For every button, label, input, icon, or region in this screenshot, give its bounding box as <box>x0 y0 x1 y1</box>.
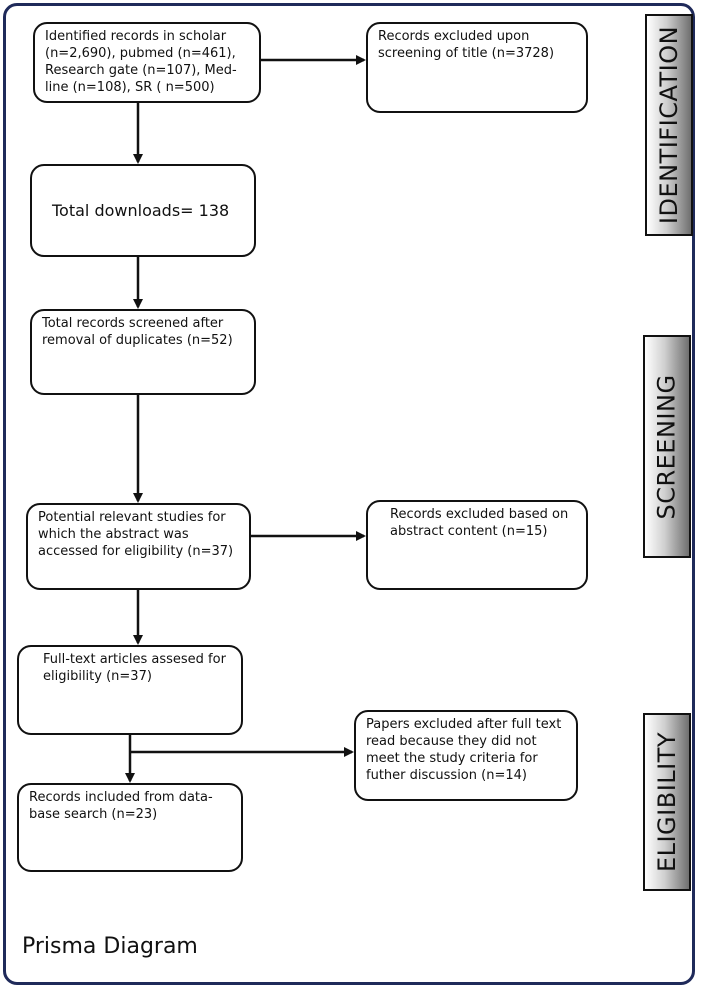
stage-screening: SCREENING <box>643 335 691 558</box>
stage-eligibility: ELIGIBILITY <box>643 713 691 891</box>
stage-identification-label: IDENTIFICATION <box>655 25 684 225</box>
diagram-frame <box>3 3 695 985</box>
records-included-text: Records included from data-base search (… <box>29 790 213 822</box>
box-abstract-accessed: Potential relevant studies for which the… <box>26 503 251 590</box>
box-excluded-title: Records excluded upon screening of title… <box>366 22 588 113</box>
box-identified-records: Identified records in scholar (n=2,690),… <box>33 22 261 103</box>
identified-records-text: Identified records in scholar (n=2,690),… <box>45 29 237 95</box>
excluded-fulltext-text: Papers excluded after full text read bec… <box>366 717 562 783</box>
box-total-downloads: Total downloads= 138 <box>30 164 256 257</box>
excluded-title-text: Records excluded upon screening of title… <box>378 29 555 61</box>
stage-screening-label: SCREENING <box>653 373 682 520</box>
box-excluded-abstract: Records excluded based on abstract conte… <box>366 500 588 590</box>
total-downloads-text: Total downloads= 138 <box>52 201 230 220</box>
box-excluded-fulltext: Papers excluded after full text read bec… <box>354 710 578 801</box>
diagram-caption: Prisma Diagram <box>22 934 198 959</box>
box-records-screened: Total records screened after removal of … <box>30 309 256 395</box>
records-screened-text: Total records screened after removal of … <box>42 316 233 348</box>
abstract-accessed-text: Potential relevant studies for which the… <box>38 510 234 559</box>
stage-eligibility-label: ELIGIBILITY <box>653 731 682 873</box>
box-records-included: Records included from data-base search (… <box>17 783 243 872</box>
stage-identification: IDENTIFICATION <box>645 14 693 236</box>
box-fulltext-assessed: Full-text articles assesed for eligibili… <box>17 645 243 735</box>
excluded-abstract-text: Records excluded based on abstract conte… <box>390 507 569 539</box>
fulltext-assessed-text: Full-text articles assesed for eligibili… <box>43 652 226 684</box>
